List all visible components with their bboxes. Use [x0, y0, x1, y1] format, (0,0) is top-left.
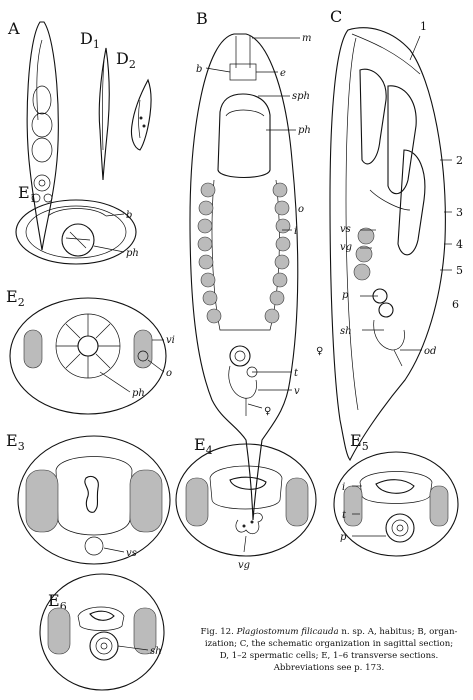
e5-label-p: p — [340, 532, 347, 543]
panel-e4-label: E4 — [194, 435, 213, 457]
c-label-female: ♀ — [316, 346, 323, 357]
b-label-i: i — [294, 226, 297, 237]
panel-d2-sub: 2 — [129, 58, 136, 71]
caption-line-3: D, 1–2 spermatic cells; E, 1–6 transvers… — [219, 651, 439, 661]
panel-e6-section: E6 sh — [39, 573, 165, 691]
c-label-sh: sh — [340, 326, 352, 337]
c-number-3: 3 — [456, 206, 463, 219]
e6-label-sh: sh — [150, 646, 162, 657]
panel-e2-section: E2 vi o ph — [6, 287, 175, 415]
c-number-6: 6 — [452, 298, 459, 311]
caption-line-4: Abbreviations see p. 173. — [273, 663, 385, 673]
panel-b-label: B — [196, 9, 208, 28]
panel-e2-label: E2 — [6, 287, 25, 309]
c-number-1: 1 — [420, 20, 427, 33]
caption-line-2: ization; C, the schematic organization i… — [204, 639, 454, 649]
b-label-o: o — [298, 204, 304, 215]
c-number-2: 2 — [456, 154, 463, 167]
panel-e3-section: E3 vs — [6, 431, 171, 565]
e2-label-ph: ph — [132, 388, 145, 399]
b-label-t: t — [294, 368, 299, 379]
panel-e5-label: E5 — [350, 431, 369, 453]
panel-e1-section: E1 b ph — [15, 183, 139, 265]
panel-a-label: A — [7, 19, 20, 38]
panel-d1-sub: 1 — [93, 38, 100, 51]
panel-d1-spermatic-cell: D1 — [80, 29, 110, 181]
caption-fig-number: Fig. 12. — [200, 627, 234, 637]
b-label-e: e — [280, 68, 286, 79]
caption-line-1: Fig. 12. Plagiostomum filicauda n. sp. A… — [188, 626, 470, 638]
b-label-v: v — [294, 386, 300, 397]
b-label-female: ♀ — [264, 406, 271, 417]
c-label-vg: vg — [340, 242, 352, 253]
c-number-5: 5 — [456, 264, 463, 277]
panel-d1-letter: D — [80, 29, 93, 48]
panel-e3-label: E3 — [6, 431, 25, 453]
panel-d2-label: D2 — [116, 49, 136, 71]
e2-label-o: o — [166, 368, 172, 379]
panel-e1-label: E1 — [18, 183, 37, 205]
c-number-4: 4 — [456, 238, 463, 251]
e1-label-ph: ph — [126, 248, 139, 259]
b-label-sph: sph — [292, 91, 310, 102]
panel-b-organization: B — [189, 9, 311, 521]
panel-c-sagittal-section: C 1 2 3 4 5 6 vs — [316, 7, 463, 462]
c-label-vs: vs — [340, 224, 351, 235]
e3-label-vs: vs — [126, 548, 137, 559]
b-label-m: m — [302, 33, 311, 44]
c-label-od: od — [424, 346, 436, 357]
caption-line-1-rest: n. sp. A, habitus; B, organ- — [341, 627, 458, 637]
panel-d2-spermatic-cell: D2 — [116, 49, 152, 151]
e4-label-vg: vg — [238, 560, 250, 571]
c-label-p: p — [342, 290, 349, 301]
figure-caption: Fig. 12. Plagiostomum filicauda n. sp. A… — [188, 626, 470, 674]
e2-label-vi: vi — [166, 335, 175, 346]
panel-e4-section: E4 vg — [175, 435, 317, 571]
panel-c-label: C — [330, 7, 342, 26]
e1-label-b: b — [126, 210, 132, 221]
panel-a-habitus: A — [7, 19, 59, 251]
panel-d2-letter: D — [116, 49, 129, 68]
panel-e6-label: E6 — [48, 591, 67, 613]
b-label-ph: ph — [298, 125, 311, 136]
e5-label-t: t — [342, 510, 347, 521]
panel-d1-label: D1 — [80, 29, 100, 51]
b-label-b: b — [196, 64, 202, 75]
caption-species: Plagiostomum filicauda — [236, 627, 339, 637]
panel-e5-section: E5 i t p — [333, 431, 459, 557]
e5-label-i: i — [342, 482, 345, 493]
